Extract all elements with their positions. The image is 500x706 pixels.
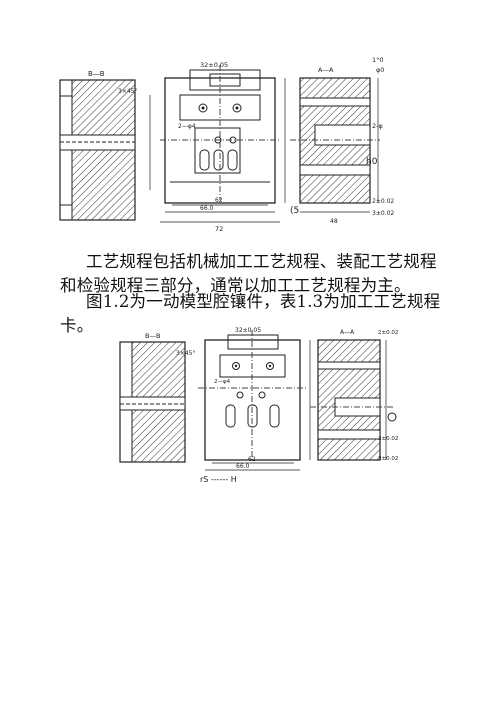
top-note-1: 1°0 — [372, 56, 384, 64]
bottom-chamfer-note: 3×45° — [176, 350, 195, 357]
paragraph-1-line-1: 工艺规程包括机械加工工艺规程、装配工艺规程 — [86, 252, 437, 271]
bottom-center-plan-view — [198, 330, 311, 471]
bottom-section-label: B—B — [145, 332, 160, 340]
top-dim-62: 62 — [215, 197, 223, 204]
top-marker: (5 — [290, 206, 299, 216]
bottom-mold-drawing: B—B 3×45° 32±0.05 2—φ4 62 66.0 A—A 2±0.0… — [119, 327, 398, 484]
bottom-dim-62: 62 — [248, 456, 256, 463]
bottom-dim-top: 32±0.05 — [235, 327, 261, 334]
bottom-right-section-view — [310, 339, 397, 461]
paragraph-2: 图1.2为一动模型腔镶件，表1.3为加工工艺规程 卡。 — [60, 290, 460, 338]
paragraph-1: 工艺规程包括机械加工工艺规程、装配工艺规程 和检验规程三部分，通常以加工工艺规程… — [60, 250, 460, 298]
top-note-7: 48 — [330, 218, 338, 225]
top-note-5: 2±0.02 — [372, 198, 394, 205]
bottom-left-section-view — [119, 341, 186, 463]
top-chamfer-note: 3×45° — [118, 88, 137, 95]
bottom-section-right: A—A — [340, 329, 355, 336]
top-note-4: h0 — [366, 157, 378, 167]
top-note-2: φ0 — [376, 66, 384, 74]
top-dim-66: 66.0 — [200, 205, 214, 212]
top-dim-72: 72 — [215, 225, 223, 233]
top-section-label: B—B — [88, 70, 105, 78]
top-dim-top: 32±0.05 — [200, 61, 228, 69]
bottom-note-3: 3±0.02 — [378, 456, 398, 462]
paragraph-2-line-1: 图1.2为一动模型腔镶件，表1.3为加工工艺规程 — [86, 292, 441, 311]
bottom-note-1: 2±0.02 — [378, 330, 398, 336]
top-hole-note: 2—φ4 — [178, 123, 196, 130]
bottom-caption-fragment: rS ------ H — [200, 475, 237, 484]
paragraph-2-line-2: 卡。 — [60, 316, 94, 335]
top-right-section-view — [290, 77, 380, 213]
bottom-note-2: 3±0.02 — [378, 436, 398, 442]
top-section-right: A—A — [318, 66, 334, 74]
top-note-6: 3±0.02 — [372, 210, 394, 217]
bottom-hole-note: 2—φ4 — [214, 379, 231, 385]
top-note-3: 2-φ — [372, 122, 383, 130]
top-center-plan-view — [149, 65, 286, 223]
top-mold-drawing: B—B 3×45° 32±0.05 2—φ4 62 66.0 72 — [59, 56, 394, 233]
bottom-dim-66: 66.0 — [236, 463, 250, 470]
paragraph-1-line-2: 和检验规程三部分，通常以加工工艺规程为主。 — [60, 276, 411, 295]
top-left-section-view — [59, 79, 136, 221]
